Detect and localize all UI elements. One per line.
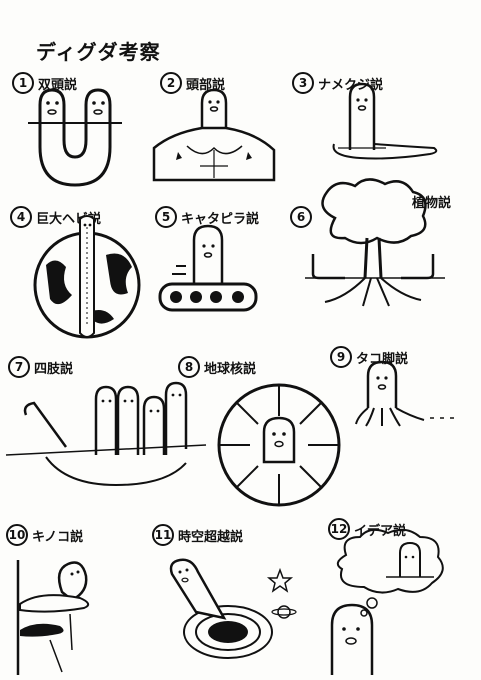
theory-name: 四肢説: [34, 361, 74, 377]
theory-name: キノコ説: [32, 529, 84, 545]
slug-diglett-drawing: [330, 82, 450, 162]
theory-number: 6: [290, 206, 312, 228]
mushroom-diglett-drawing: [10, 560, 110, 675]
theory-label-7: 7 四肢説: [8, 356, 73, 378]
theory-name: キャタピラ説: [181, 211, 260, 227]
theory-label-6-text: 植物説: [412, 192, 451, 211]
theory-label-6: 6: [290, 206, 312, 228]
muscular-body-diglett-drawing: [152, 88, 277, 183]
double-head-diglett-drawing: [20, 85, 130, 185]
earth-core-diglett-drawing: [214, 380, 344, 510]
theory-name: 植物説: [412, 196, 452, 211]
theory-name: ナメクジ説: [318, 77, 384, 93]
theory-number: 7: [8, 356, 30, 378]
theory-number: 3: [292, 72, 314, 94]
page-title: ディグダ考察: [36, 40, 161, 64]
theory-name: 地球核説: [204, 361, 257, 377]
theory-label-2: 2 頭部説: [160, 72, 225, 94]
theory-name: 時空超越説: [178, 529, 244, 545]
theory-number: 11: [152, 524, 174, 546]
theory-number: 9: [330, 346, 352, 368]
theory-label-9: 9 タコ脚説: [330, 346, 408, 368]
theory-number: 10: [6, 524, 28, 546]
theory-name: タコ脚説: [356, 351, 409, 367]
theory-number: 12: [328, 518, 350, 540]
theory-label-3: 3 ナメクジ説: [292, 72, 383, 94]
theory-label-11: 11 時空超越説: [152, 524, 243, 546]
theory-label-1: 1 双頭説: [12, 72, 77, 94]
time-space-portal-diglett-drawing: [158, 560, 298, 670]
giant-snake-earth-drawing: [32, 215, 142, 345]
idea-thought-bubble-diglett-drawing: [326, 525, 456, 675]
theory-number: 4: [10, 206, 32, 228]
theory-number: 5: [155, 206, 177, 228]
theory-label-8: 8 地球核説: [178, 356, 256, 378]
octopus-legs-diglett-drawing: [354, 360, 464, 430]
theory-name: 双頭説: [38, 77, 78, 93]
tree-diglett-drawing: [305, 178, 445, 308]
caterpillar-track-diglett-drawing: [152, 222, 262, 317]
theory-number: 1: [12, 72, 34, 94]
limbs-hand-diglett-drawing: [6, 385, 206, 495]
theory-label-5: 5 キャタピラ説: [155, 206, 259, 228]
theory-number: 8: [178, 356, 200, 378]
theory-label-12: 12 イデア説: [328, 518, 406, 540]
theory-label-10: 10 キノコ説: [6, 524, 83, 546]
theory-name: 頭部説: [186, 77, 226, 93]
theory-number: 2: [160, 72, 182, 94]
